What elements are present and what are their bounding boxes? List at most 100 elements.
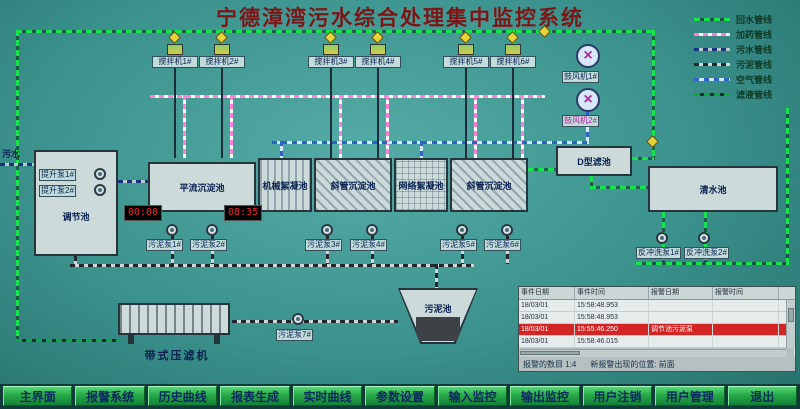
pipe xyxy=(16,30,19,342)
nav-report-generate[interactable]: 报表生成 xyxy=(220,386,290,406)
alarm-cell xyxy=(649,300,713,311)
alarm-row[interactable]: 18/03/01 15:58:48.953 xyxy=(519,300,795,312)
alarm-row[interactable]: 18/03/01 15:58:48.953 xyxy=(519,312,795,324)
valve-icon[interactable] xyxy=(215,31,228,44)
mixer-shaft xyxy=(174,68,176,158)
sludge-fill xyxy=(415,317,461,341)
mixer-motor-icon xyxy=(167,44,183,55)
pump-icon[interactable] xyxy=(94,184,106,196)
nav-output-monitor[interactable]: 输出监控 xyxy=(510,386,580,406)
sludge-pump-label: 污泥泵4# xyxy=(350,239,387,251)
alarm-hscrollbar[interactable] xyxy=(519,349,786,357)
valve-icon[interactable] xyxy=(506,31,519,44)
pipe xyxy=(590,186,648,189)
mixer-3[interactable]: 搅拌机3# xyxy=(308,44,354,68)
alarm-cell: 15:55:46.250 xyxy=(575,324,649,335)
valve-icon[interactable] xyxy=(168,31,181,44)
tank-label: 平流沉淀池 xyxy=(179,183,225,193)
mixer-shaft xyxy=(377,68,379,158)
sludge-pump-label: 污泥泵2# xyxy=(190,239,227,251)
alarm-cell xyxy=(649,336,713,347)
scrollbar-thumb[interactable] xyxy=(520,351,580,355)
valve-icon[interactable] xyxy=(371,31,384,44)
legend-label: 污泥管线 xyxy=(735,60,772,70)
alarm-row-active[interactable]: 18/03/01 15:55:46.250 调节池污泥泵 xyxy=(519,324,795,336)
valve-icon[interactable] xyxy=(459,31,472,44)
nav-alarm-system[interactable]: 报警系统 xyxy=(75,386,145,406)
legend-row: 加药管线 xyxy=(693,27,772,42)
sludge-pipe-swatch-icon xyxy=(693,63,730,66)
alarm-col-alarm-time: 报警时间 xyxy=(713,287,779,299)
nav-history-curve[interactable]: 历史曲线 xyxy=(147,386,218,406)
alarm-footer: 报警的数目 1:4 新报警出现的位置: 前面 xyxy=(519,357,795,371)
pump-icon[interactable] xyxy=(94,168,106,180)
valve-icon[interactable] xyxy=(646,135,659,148)
press-leg xyxy=(128,335,134,344)
alarm-cell: 15:58:48.953 xyxy=(575,300,649,311)
sewage-inlet-label: 污水 xyxy=(2,149,21,159)
lift-pump-label: 提升泵1# xyxy=(39,169,76,181)
backwash-pump-label: 反冲洗泵1# xyxy=(636,247,681,259)
tank-d-filter: D型滤池 xyxy=(556,146,632,176)
nav-exit[interactable]: 退出 xyxy=(727,386,797,406)
legend-label: 回水管线 xyxy=(735,15,772,25)
alarm-col-event-date: 事件日期 xyxy=(519,287,575,299)
page-title: 宁德漳湾污水综合处理集中监控系统 xyxy=(216,7,584,30)
blower-fan-icon[interactable] xyxy=(576,44,600,68)
tank-label: 污泥池 xyxy=(424,304,452,314)
pump-icon[interactable] xyxy=(698,232,710,244)
mixer-5[interactable]: 搅拌机5# xyxy=(443,44,489,68)
mixer-4[interactable]: 搅拌机4# xyxy=(355,44,401,68)
tank-label: 网络絮凝池 xyxy=(398,181,444,191)
pump-icon[interactable] xyxy=(321,224,333,236)
pipe xyxy=(74,256,77,264)
mixer-motor-icon xyxy=(505,44,521,55)
pipe xyxy=(420,141,423,158)
mixer-6[interactable]: 搅拌机6# xyxy=(490,44,536,68)
pump-icon[interactable] xyxy=(292,313,304,325)
nav-user-manage[interactable]: 用户管理 xyxy=(655,386,725,406)
pipe xyxy=(280,141,283,158)
valve-icon[interactable] xyxy=(324,31,337,44)
mixer-2[interactable]: 搅拌机2# xyxy=(199,44,245,68)
alarm-vscrollbar[interactable] xyxy=(786,300,795,348)
alarm-table-header: 事件日期 事件时间 报警日期 报警时间 xyxy=(519,287,795,300)
pump-icon[interactable] xyxy=(166,224,178,236)
alarm-col-alarm-date: 报警日期 xyxy=(649,287,713,299)
backwash-pump-label: 反冲洗泵2# xyxy=(684,247,729,259)
scrollbar-thumb[interactable] xyxy=(788,308,794,322)
sludge-pump-label: 污泥泵7# xyxy=(276,329,313,341)
mixer-1[interactable]: 搅拌机1# xyxy=(152,44,198,68)
pipe-legend: 回水管线 加药管线 污水管线 污泥管线 空气管线 滤液管线 xyxy=(693,12,772,102)
belt-press-label: 带式压滤机 xyxy=(144,350,210,362)
pipe xyxy=(118,180,148,183)
nav-parameter-settings[interactable]: 参数设置 xyxy=(365,386,435,406)
nav-main-screen[interactable]: 主界面 xyxy=(3,386,73,406)
nav-input-monitor[interactable]: 输入监控 xyxy=(437,386,508,406)
legend-label: 滤液管线 xyxy=(735,90,772,100)
tank-label: 斜管沉淀池 xyxy=(466,181,512,191)
legend-row: 污泥管线 xyxy=(693,57,772,72)
nav-user-logout[interactable]: 用户注销 xyxy=(582,386,653,406)
press-leg xyxy=(214,335,220,344)
alarm-cell xyxy=(713,336,779,347)
sewage-pipe-swatch-icon xyxy=(693,48,730,51)
blower-fan-icon[interactable] xyxy=(576,88,600,112)
pipe xyxy=(521,95,524,158)
sludge-pool-shape: 污泥池 xyxy=(398,288,478,344)
pump-icon[interactable] xyxy=(456,224,468,236)
pump-icon[interactable] xyxy=(501,224,513,236)
mixer-motor-icon xyxy=(370,44,386,55)
alarm-cell xyxy=(713,324,779,335)
pipe xyxy=(652,30,655,160)
pipe xyxy=(662,212,665,234)
tank-label: 调节池 xyxy=(62,212,90,222)
mixer-motor-icon xyxy=(214,44,230,55)
alarm-row[interactable]: 18/03/01 15:58:46.015 xyxy=(519,336,795,348)
pump-icon[interactable] xyxy=(366,224,378,236)
pipe xyxy=(704,212,707,234)
pump-icon[interactable] xyxy=(206,224,218,236)
nav-realtime-curve[interactable]: 实时曲线 xyxy=(292,386,363,406)
pump-icon[interactable] xyxy=(656,232,668,244)
mixer-label: 搅拌机5# xyxy=(443,56,489,68)
